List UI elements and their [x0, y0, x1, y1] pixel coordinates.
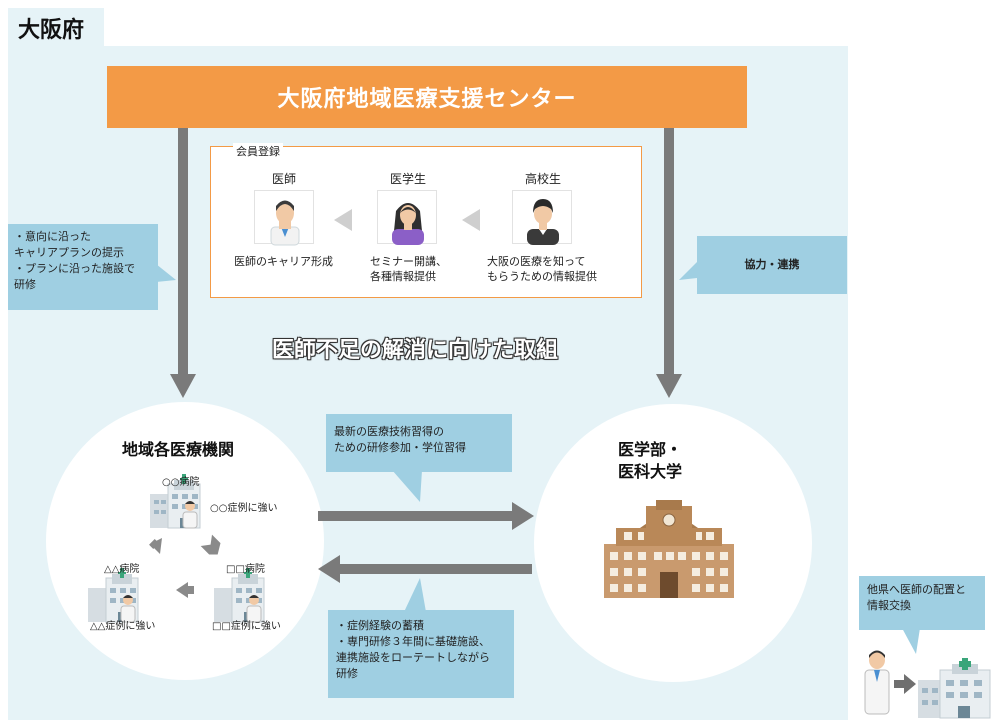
right-arrow-shaft: [318, 511, 514, 521]
hospital-name-1: ○○病院: [162, 477, 200, 488]
role-desc-doctor: 医師のキャリア形成: [234, 255, 333, 268]
doctor-figure-icon: [182, 501, 198, 529]
other-prefecture-callout: 他県へ医師の配置と 情報交換: [859, 576, 985, 630]
role-desc-medical-student: セミナー開講、 各種情報提供: [370, 255, 447, 283]
left-down-arrow-head: [170, 374, 196, 398]
arrow-left-icon: [334, 209, 352, 231]
cooperation-callout: 協力・連携: [697, 236, 847, 294]
hospital-name-3: □□病院: [226, 564, 265, 575]
hospital-strength-1: ○○症例に強い: [210, 503, 278, 514]
hospital-strength-2: △△症例に強い: [90, 621, 156, 632]
prefecture-label: 大阪府: [18, 18, 85, 43]
right-down-arrow-shaft: [664, 128, 674, 376]
university-building-icon: [604, 500, 734, 598]
career-plan-callout: ・意向に沿った キャリアプランの提示 ・プランに沿った施設で 研修: [8, 224, 158, 310]
right-down-arrow-head: [656, 374, 682, 398]
left-arrow-head: [318, 555, 340, 583]
doctor-figure-icon: [864, 650, 890, 715]
career-plan-callout-tail: [156, 264, 176, 282]
left-down-arrow-shaft: [178, 128, 188, 376]
high-school-student-icon: [512, 190, 572, 245]
doctor-figure-icon: [246, 595, 262, 623]
hospital-name-2: △△病院: [104, 564, 140, 575]
support-center-bar: 大阪府地域医療支援センター: [107, 66, 747, 128]
training-callout-tail: [392, 470, 422, 502]
left-arrow-shaft: [338, 564, 532, 574]
hospital-strength-3: □□症例に強い: [212, 621, 281, 632]
rotation-arrow-icon: [200, 534, 221, 555]
doctor-figure-icon: [120, 595, 136, 623]
right-arrow-icon: [894, 674, 916, 694]
case-experience-callout-tail: [404, 578, 426, 612]
doctor-icon: [254, 190, 314, 246]
prefecture-tab: [8, 8, 104, 46]
arrow-left-icon: [462, 209, 480, 231]
role-desc-high-school-student: 大阪の医療を知って もらうための情報提供: [487, 255, 597, 283]
university-title-line2: 医科大学: [618, 462, 683, 481]
medical-student-icon: [377, 190, 437, 245]
regional-institutions-circle: [46, 402, 324, 680]
member-registration-title: 会員登録: [233, 143, 283, 159]
training-callout: 最新の医療技術習得の ための研修参加・学位習得: [326, 414, 512, 472]
case-experience-callout: ・症例経験の蓄積 ・専門研修３年間に基礎施設、 連携施設をローテートしながら 研…: [328, 610, 514, 698]
hospital-icon: [918, 658, 991, 719]
rotation-arrow-icon: [176, 582, 188, 598]
role-label-medical-student: 医学生: [389, 172, 426, 186]
role-label-doctor: 医師: [271, 172, 296, 186]
headline: 医師不足の解消に向けた取組: [272, 338, 559, 363]
other-prefecture-callout-tail: [902, 628, 920, 654]
role-label-high-school-student: 高校生: [524, 172, 561, 186]
right-arrow-head: [512, 502, 534, 530]
regional-institutions-title: 地域各医療機関: [122, 440, 235, 459]
university-title-line1: 医学部・: [618, 440, 683, 459]
cooperation-callout-tail: [679, 262, 697, 280]
